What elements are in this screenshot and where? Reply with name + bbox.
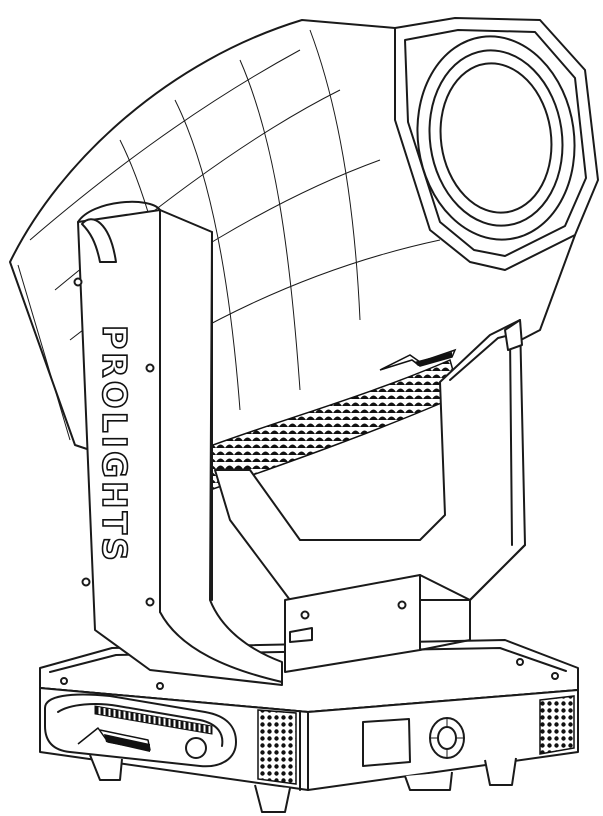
front-lens [416, 35, 576, 241]
vent-grille-right [539, 695, 575, 755]
logo-arrow-base [77, 727, 151, 752]
display-screen [362, 718, 411, 767]
brand-text: PROLIGHTS [95, 325, 134, 564]
yoke-arm-left [73, 200, 283, 686]
control-buttons [429, 717, 465, 759]
logo-arrow-head [379, 348, 457, 371]
yoke-arm-right [214, 319, 526, 673]
brand-logo: PROLIGHTS [94, 324, 135, 565]
carry-handle [44, 693, 237, 768]
vent-grille-left [257, 709, 297, 785]
